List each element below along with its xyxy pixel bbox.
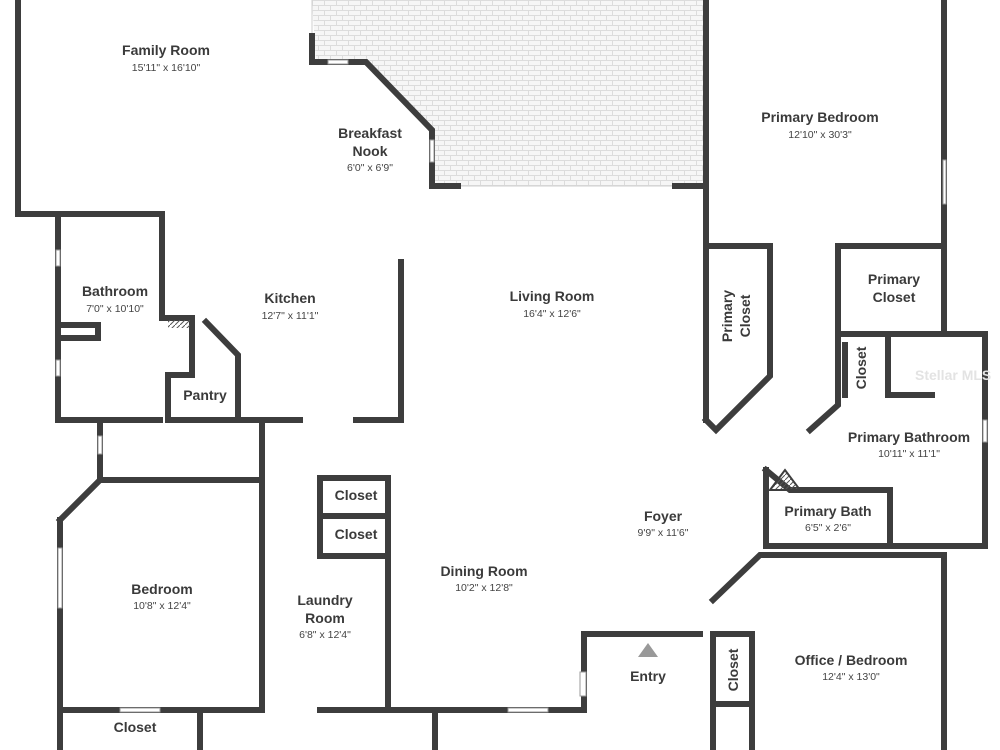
bathroom-dim: 7'0" x 10'10"	[86, 303, 144, 315]
kitchen-dim: 12'7" x 11'1"	[262, 310, 319, 322]
living-room-label: Living Room	[510, 288, 595, 304]
primary-closet-label-1: Primary	[868, 271, 920, 287]
dining-room-label: Dining Room	[440, 563, 527, 579]
laundry-room-label-2: Room	[305, 610, 345, 626]
primary-closet-vertical-label-2: Closet	[737, 294, 753, 337]
room-labels: Family Room 15'11" x 16'10" Breakfast No…	[82, 42, 970, 735]
bedroom-label: Bedroom	[131, 581, 192, 597]
laundry-room-dim: 6'8" x 12'4"	[299, 629, 351, 641]
breakfast-nook-label-1: Breakfast	[338, 125, 402, 141]
pantry-label: Pantry	[183, 387, 227, 403]
watermark: Stellar MLS	[915, 367, 991, 383]
laundry-room-label-1: Laundry	[297, 592, 352, 608]
family-room-dim: 15'11" x 16'10"	[132, 62, 201, 74]
closet-office-label: Closet	[725, 648, 741, 691]
bedroom-dim: 10'8" x 12'4"	[133, 600, 191, 612]
kitchen-hatch	[168, 320, 190, 328]
primary-bathroom-dim: 10'11" x 11'1"	[878, 448, 940, 460]
bathroom-label: Bathroom	[82, 283, 148, 299]
closet-laundry-1-label: Closet	[335, 487, 378, 503]
closet-bath-label: Closet	[853, 346, 869, 389]
primary-bedroom-label: Primary Bedroom	[761, 109, 878, 125]
office-bedroom-dim: 12'4" x 13'0"	[822, 671, 880, 683]
primary-bedroom-dim: 12'10" x 30'3"	[788, 129, 852, 141]
office-bedroom-label: Office / Bedroom	[795, 652, 908, 668]
foyer-label: Foyer	[644, 508, 683, 524]
windows	[55, 59, 988, 713]
primary-bath-dim: 6'5" x 2'6"	[805, 522, 851, 534]
living-room-dim: 16'4" x 12'6"	[523, 308, 581, 320]
foyer-dim: 9'9" x 11'6"	[638, 527, 689, 539]
entry-arrow-icon	[638, 643, 658, 657]
family-room-label: Family Room	[122, 42, 210, 58]
primary-closet-vertical-label-1: Primary	[719, 290, 735, 342]
primary-bathroom-label: Primary Bathroom	[848, 429, 970, 445]
primary-closet-label-2: Closet	[873, 289, 916, 305]
kitchen-label: Kitchen	[264, 290, 315, 306]
primary-bath-label: Primary Bath	[784, 503, 871, 519]
closet-bedroom-label: Closet	[114, 719, 157, 735]
breakfast-nook-label-2: Nook	[353, 143, 388, 159]
stair-hatch	[768, 468, 802, 491]
dining-room-dim: 10'2" x 12'8"	[455, 582, 513, 594]
closet-laundry-2-label: Closet	[335, 526, 378, 542]
entry-label: Entry	[630, 668, 666, 684]
breakfast-nook-dim: 6'0" x 6'9"	[347, 162, 393, 174]
